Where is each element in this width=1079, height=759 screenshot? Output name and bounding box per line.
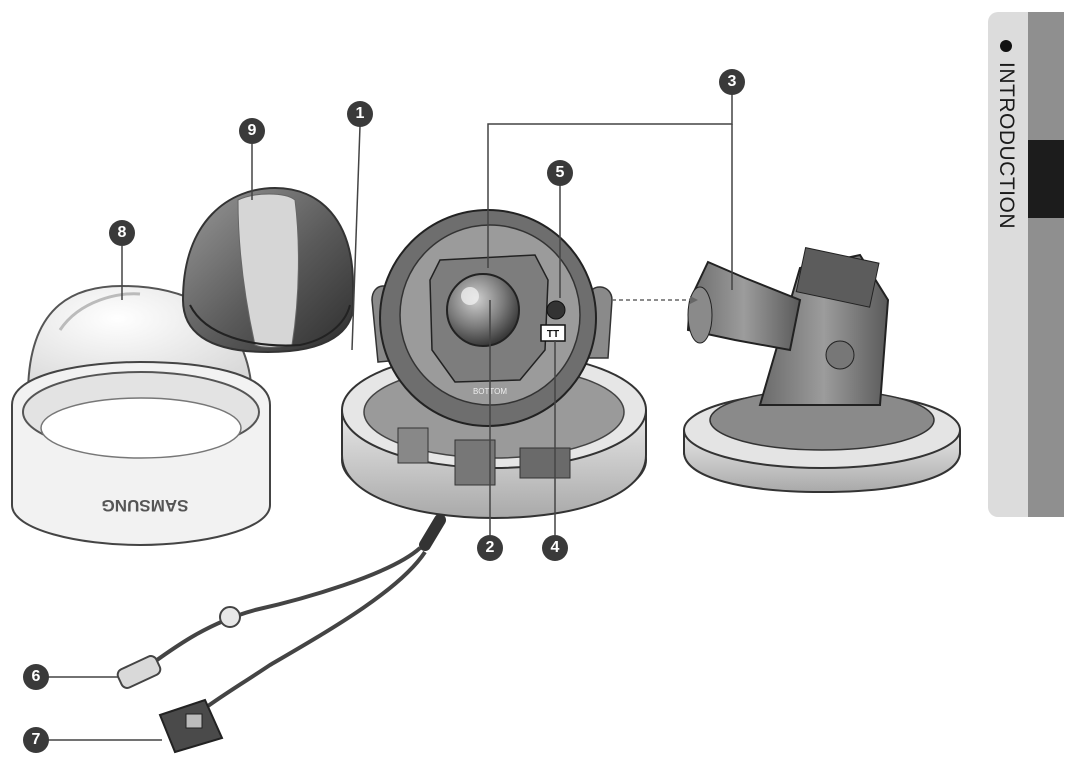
callout-4: 4	[542, 535, 568, 561]
camera-base-assembly	[341, 209, 647, 551]
callout-6: 6	[23, 664, 49, 690]
callout-1: 1	[347, 101, 373, 127]
tab-active-marker	[1028, 140, 1064, 218]
chapter-title-text: INTRODUCTION	[995, 62, 1018, 229]
tab-dark-strip	[1028, 12, 1064, 517]
chapter-side-tab: INTRODUCTION	[988, 12, 1079, 517]
cables	[116, 546, 427, 754]
chapter-title: INTRODUCTION	[994, 40, 1018, 229]
callout-9: 9	[239, 118, 265, 144]
callout-5: 5	[547, 160, 573, 186]
leader-lines	[48, 88, 733, 741]
callout-3: 3	[719, 69, 745, 95]
lens-module	[683, 247, 961, 494]
lens-guide-arrowhead	[690, 296, 698, 304]
cover-brand-label: SAMSUNG	[102, 496, 189, 515]
bullet-icon	[1000, 40, 1012, 52]
callout-2: 2	[477, 535, 503, 561]
tt-mark-label: TT	[547, 329, 559, 340]
inner-shade	[181, 186, 354, 354]
callout-8: 8	[109, 220, 135, 246]
callout-7: 7	[23, 727, 49, 753]
